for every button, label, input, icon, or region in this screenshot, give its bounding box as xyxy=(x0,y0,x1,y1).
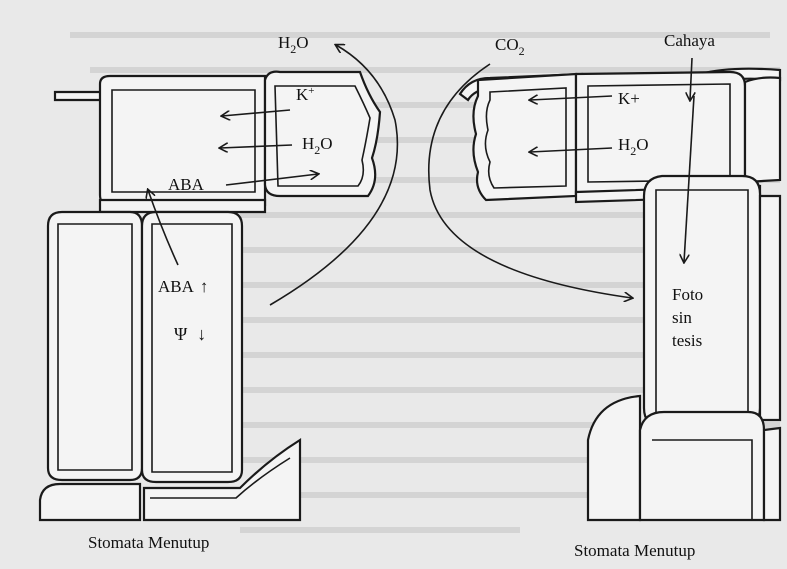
left-lower-cell-1 xyxy=(48,212,142,480)
right-photosynthesis-line3: tesis xyxy=(672,331,702,350)
right-bottom-cell xyxy=(640,412,764,520)
left-aba-lower-label: ABA↑ xyxy=(158,277,208,296)
left-caption: Stomata Menutup xyxy=(88,533,209,552)
right-co2-label: CO2 xyxy=(495,35,525,58)
right-k-label: K+ xyxy=(618,89,640,108)
right-photosynthesis-line2: sin xyxy=(672,308,692,327)
right-photosynthesis-line1: Foto xyxy=(672,285,703,304)
right-panel xyxy=(429,58,780,520)
left-aba-upper-label: ABA xyxy=(168,175,205,194)
left-lower-cell-2 xyxy=(142,212,242,482)
right-caption: Stomata Menutup xyxy=(574,541,695,560)
right-light-label: Cahaya xyxy=(664,31,715,50)
right-guard-cell xyxy=(473,74,576,200)
